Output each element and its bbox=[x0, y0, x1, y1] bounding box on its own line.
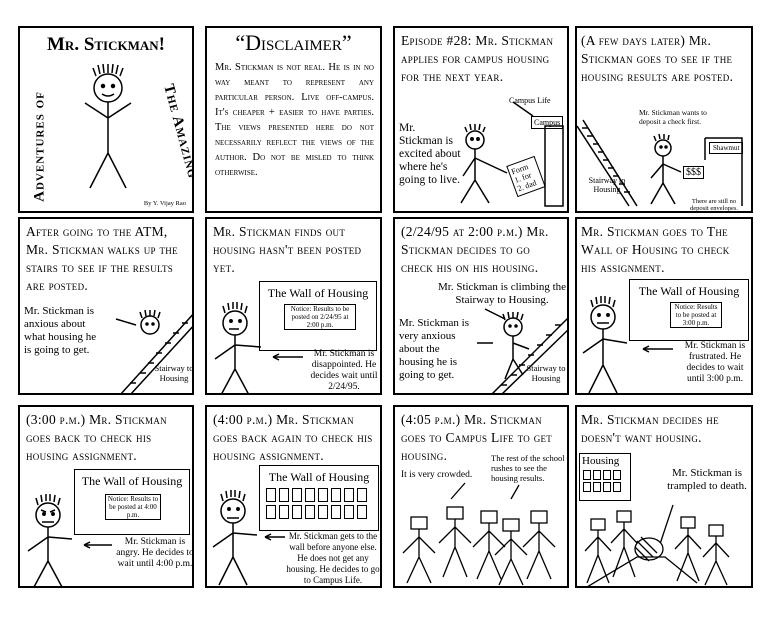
housing-slot bbox=[331, 488, 341, 502]
panel-3pm: (3:00 p.m.) Mr. Stickman goes back to ch… bbox=[18, 405, 194, 588]
no-housing-note: Mr. Stickman gets to the wall before any… bbox=[286, 531, 380, 585]
climbing-scene bbox=[477, 308, 567, 393]
disclaimer-body: Mr. Stickman is not real. He is in no wa… bbox=[215, 62, 374, 178]
housing-slot bbox=[593, 470, 601, 480]
housing-slot bbox=[357, 488, 367, 502]
frustrated-note: Mr. Stickman is frustrated. He decides t… bbox=[684, 341, 746, 384]
wall-3pm-scene bbox=[582, 296, 673, 393]
housing-slot bbox=[279, 505, 289, 519]
disappointed-note: Mr. Stickman is disappointed. He decides… bbox=[310, 349, 378, 392]
housing-slot bbox=[344, 505, 354, 519]
4pm-caption: (4:00 p.m.) Mr. Stickman goes back again… bbox=[213, 412, 373, 463]
housing-slot bbox=[266, 505, 276, 519]
housing-notice: Notice: Results to be posted at 4:00 p.m… bbox=[105, 494, 161, 520]
3pm-scene bbox=[27, 494, 112, 586]
wall-title: The Wall of Housing bbox=[268, 470, 370, 484]
rush-note: The rest of the school rushes to see the… bbox=[491, 453, 565, 483]
atm-money: $$$ bbox=[683, 166, 704, 179]
housing-slots bbox=[583, 470, 621, 492]
housing-slot bbox=[583, 482, 591, 492]
panel-few-days-later: (A few days later) Mr. Stickman goes to … bbox=[575, 26, 753, 213]
angry-note: Mr. Stickman is angry. He decides to wai… bbox=[116, 537, 194, 569]
housing-slot bbox=[344, 488, 354, 502]
stairway-label: Stairway to Housing bbox=[526, 363, 566, 383]
panel-wall-3pm: Mr. Stickman goes to The Wall of Housing… bbox=[575, 217, 753, 395]
panel-title: Mr. Stickman! Adventures of The Amazing … bbox=[18, 26, 194, 213]
panel-trampled: Mr. Stickman decides he doesn't want hou… bbox=[575, 405, 753, 588]
housing-notice: Notice: Results to be posted on 2/24/95 … bbox=[284, 304, 356, 330]
housing-slot bbox=[266, 488, 276, 502]
panel-climbing: (2/24/95 at 2:00 p.m.) Mr. Stickman deci… bbox=[393, 217, 569, 395]
trampled-scene bbox=[584, 504, 730, 586]
housing-notice: Notice: Results to be posted at 3:00 p.m… bbox=[670, 302, 722, 328]
panel-not-posted: Mr. Stickman finds out housing hasn't be… bbox=[205, 217, 382, 395]
housing-slot bbox=[613, 470, 621, 480]
climbing-note: Mr. Stickman is climbing the Stairway to… bbox=[437, 281, 567, 306]
trampled-note: Mr. Stickman is trampled to death. bbox=[667, 467, 747, 492]
episode-caption: Episode #28: Mr. Stickman applies for ca… bbox=[401, 33, 554, 84]
deposit-note: Mr. Stickman wants to deposit a check fi… bbox=[639, 108, 707, 126]
wall-of-housing: The Wall of Housing Notice: Results to b… bbox=[629, 279, 749, 341]
atm-caption: After going to the ATM, Mr. Stickman wal… bbox=[26, 224, 178, 293]
housing-slot bbox=[357, 505, 367, 519]
housing-slot bbox=[292, 505, 302, 519]
housing-slot bbox=[279, 488, 289, 502]
housing-slot bbox=[292, 488, 302, 502]
panel-episode: Episode #28: Mr. Stickman applies for ca… bbox=[393, 26, 569, 213]
bank-sign: Shawmut bbox=[709, 142, 744, 154]
comic-title: Mr. Stickman! bbox=[47, 34, 165, 55]
panel-disclaimer: “Disclaimer” Mr. Stickman is not real. H… bbox=[205, 26, 382, 213]
not-posted-scene bbox=[214, 302, 303, 393]
housing-slot bbox=[583, 470, 591, 480]
3pm-caption: (3:00 p.m.) Mr. Stickman goes back to ch… bbox=[26, 412, 167, 463]
wall-of-housing: The Wall of Housing Notice: Results to b… bbox=[74, 469, 190, 535]
wall-of-housing: The Wall of Housing bbox=[259, 465, 379, 531]
no-envelopes-note: There are still no deposit envelopes. bbox=[689, 198, 739, 212]
crowd-scene bbox=[402, 482, 556, 586]
campus-life-label: Campus Life bbox=[509, 96, 551, 105]
not-posted-caption: Mr. Stickman finds out housing hasn't be… bbox=[213, 224, 362, 275]
episode-note: Mr. Stickman is excited about where he's… bbox=[399, 122, 461, 186]
campus-life-caption: (4:05 p.m.) Mr. Stickman goes to Campus … bbox=[401, 412, 553, 463]
housing-slot bbox=[318, 488, 328, 502]
trampled-caption: Mr. Stickman decides he doesn't want hou… bbox=[581, 412, 719, 445]
wall-title: The Wall of Housing bbox=[638, 284, 740, 298]
panel-atm: After going to the ATM, Mr. Stickman wal… bbox=[18, 217, 194, 395]
housing-slot bbox=[613, 482, 621, 492]
few-days-scene bbox=[577, 119, 743, 207]
wall-title: The Wall of Housing bbox=[81, 474, 183, 488]
crowded-note: It is very crowded. bbox=[401, 470, 473, 480]
housing-slot bbox=[305, 505, 315, 519]
wall-caption: Mr. Stickman goes to The Wall of Housing… bbox=[581, 224, 730, 275]
episode-scene bbox=[460, 101, 564, 207]
wall-title: The Wall of Housing bbox=[267, 286, 369, 300]
housing-slot bbox=[603, 470, 611, 480]
housing-slot bbox=[603, 482, 611, 492]
disclaimer-title: “Disclaimer” bbox=[235, 30, 352, 55]
stairway-label: Stairway to Housing bbox=[154, 363, 194, 383]
housing-board: Housing bbox=[579, 453, 631, 501]
panel-4pm: (4:00 p.m.) Mr. Stickman goes back again… bbox=[205, 405, 382, 588]
climbing-caption: (2/24/95 at 2:00 p.m.) Mr. Stickman deci… bbox=[401, 224, 549, 275]
housing-slots bbox=[266, 488, 367, 519]
very-anxious-note: Mr. Stickman is very anxious about the h… bbox=[399, 317, 469, 381]
housing-slot bbox=[331, 505, 341, 519]
atm-scene bbox=[115, 309, 192, 393]
author-credit: By Y. Vijay Rao bbox=[143, 200, 186, 207]
4pm-scene bbox=[212, 490, 285, 586]
housing-board-title: Housing bbox=[582, 455, 620, 467]
panel-campus-life: (4:05 p.m.) Mr. Stickman goes to Campus … bbox=[393, 405, 569, 588]
wall-of-housing: The Wall of Housing Notice: Results to b… bbox=[259, 281, 377, 351]
housing-slot bbox=[305, 488, 315, 502]
housing-slot bbox=[593, 482, 601, 492]
anxious-note: Mr. Stickman is anxious about what housi… bbox=[24, 305, 97, 356]
few-days-caption: (A few days later) Mr. Stickman goes to … bbox=[581, 33, 734, 84]
stairway-label: Stairway to Housing bbox=[588, 176, 626, 194]
stickman-figure bbox=[84, 63, 132, 189]
housing-slot bbox=[318, 505, 328, 519]
